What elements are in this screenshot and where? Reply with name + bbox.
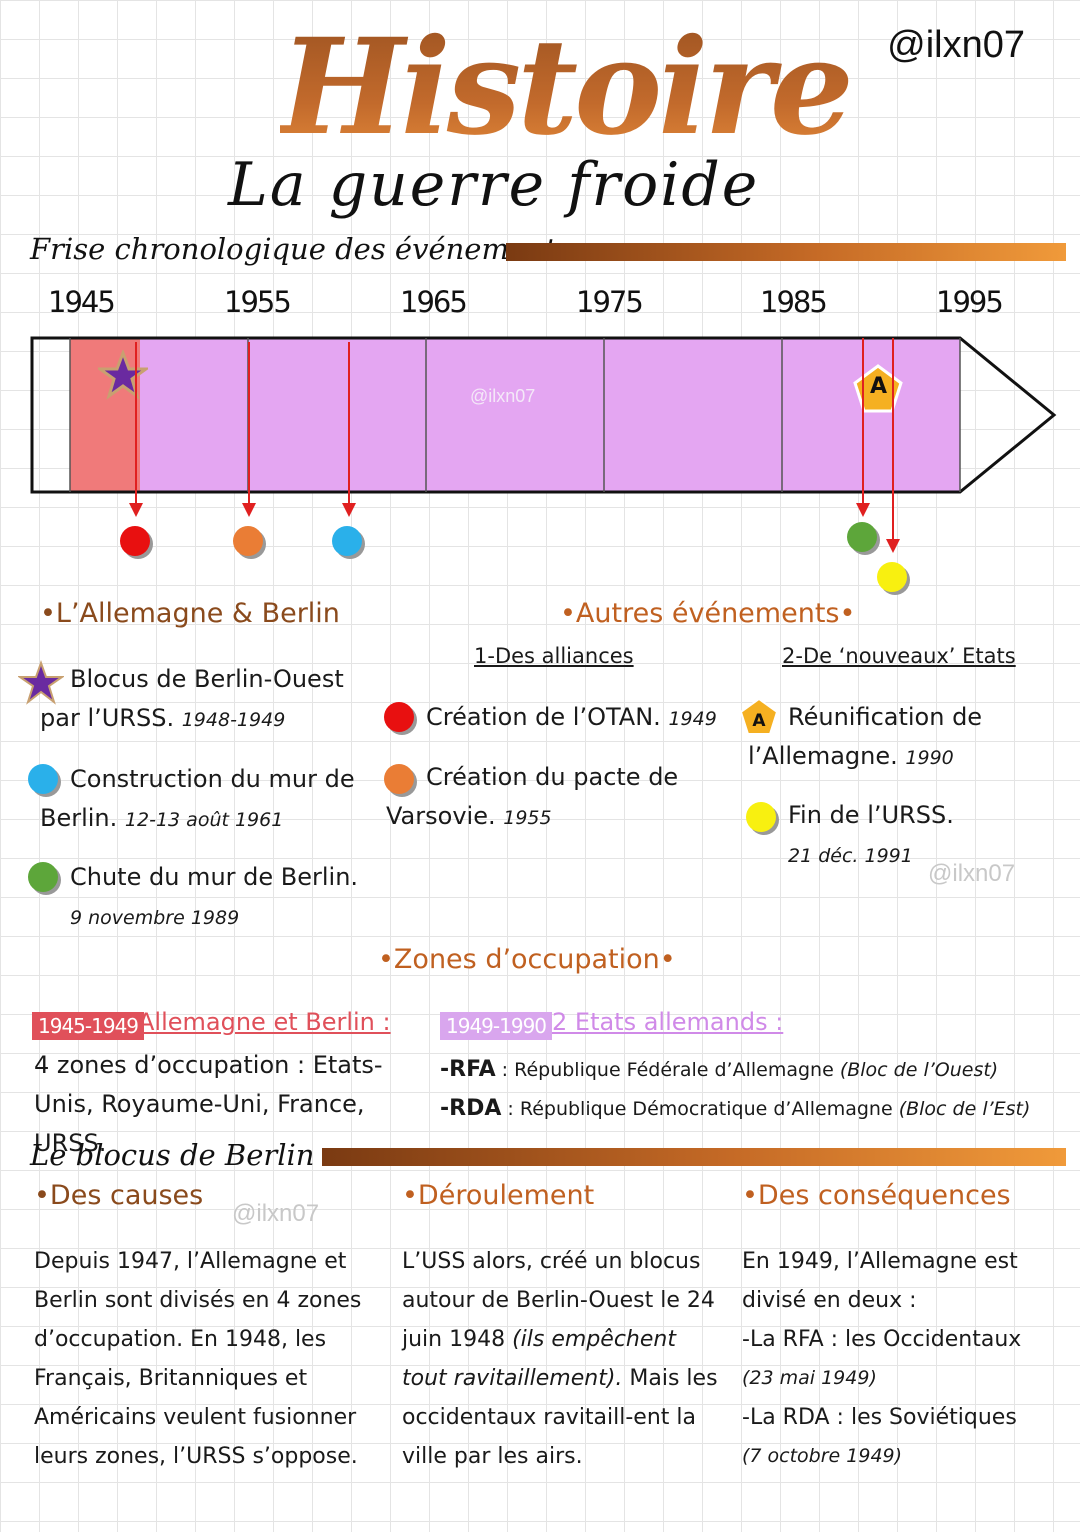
period-tag: 1945-1949 [32,1012,145,1040]
green-dot-icon [28,862,58,892]
year-label: 1975 [576,285,644,319]
germany-title: •L’Allemagne & Berlin [40,598,340,629]
event-arrow [135,342,137,504]
alliance-item-text: Création du pacte de Varsovie. [386,763,679,830]
timeline-heading: Frise chronologique des événements [30,232,572,266]
deroulement-title: •Déroulement [402,1180,595,1211]
watermark: @ilxn07 [928,860,1016,887]
alliance-item-date: 1955 [503,807,552,829]
causes-title: •Des causes [34,1180,204,1211]
pentagon-letter: A [870,374,888,399]
germany-item: Chute du mur de Berlin. 9 novembre 1989 [70,858,370,938]
germany-item-date: 9 novembre 1989 [70,907,240,929]
germany-item-date: 1948-1949 [181,709,286,731]
other-title: •Autres événements• [560,598,856,629]
event-arrow [892,338,894,540]
pentagon-letter: A [752,711,766,731]
year-label: 1945 [48,285,116,319]
pentagon-icon [853,364,903,413]
watermark: @ilxn07 [232,1200,320,1227]
star-icon [98,350,148,400]
zones-left-heading: Allemagne et Berlin : [138,1008,391,1036]
yellow-dot-icon [877,562,907,592]
deroulement-text-b: Mais les occidentaux ravitaill-ent la vi… [402,1366,718,1469]
event-arrow [862,338,864,504]
year-label: 1995 [936,285,1004,319]
consequences-rda: -La RDA : les Soviétiques [742,1405,1017,1430]
germany-item-text: Construction du mur de Berlin. [40,765,355,832]
orange-dot-icon [384,764,414,794]
rda-bloc: (Bloc de l’Est) [898,1098,1031,1120]
blue-dot-icon [28,764,58,794]
timeline-watermark: @ilxn07 [470,386,536,406]
star-icon [18,660,64,705]
green-dot-icon [847,522,877,552]
states-title: 2-De ‘nouveaux’ Etats [782,644,1016,668]
germany-item-date: 12-13 août 1961 [124,809,284,831]
alliance-item-text: Création de l’OTAN. [426,703,661,731]
state-item-date: 21 déc. 1991 [788,845,913,867]
state-item: Réunification de l’Allemagne. 1990 [748,698,1048,778]
year-label: 1965 [400,285,468,319]
arrow-head [856,503,870,517]
yellow-dot-icon [746,802,776,832]
pentagon-icon: A [739,697,779,735]
germany-item-text: Chute du mur de Berlin. [70,863,359,891]
blocus-heading: Le blocus de Berlin [30,1138,315,1172]
blocus-heading-bar [322,1148,1066,1166]
alliance-item-date: 1949 [668,708,717,730]
consequences-rfa: -La RFA : les Occidentaux [742,1327,1022,1352]
rfa-abbr: -RFA [440,1057,496,1082]
consequences-rda-date: (7 octobre 1949) [742,1445,903,1467]
timeline-heading-bar [506,243,1066,261]
deroulement-text-a: L’USS alors, créé un blocus autour de Be… [402,1249,715,1352]
zones-title: •Zones d’occupation• [378,944,676,975]
year-label: 1955 [224,285,292,319]
deroulement-text: L’USS alors, créé un blocus autour de Be… [402,1242,722,1476]
alliance-item: Création du pacte de Varsovie. 1955 [386,758,706,838]
event-arrow [348,342,350,504]
rfa-text: : République Fédérale d’Allemagne [501,1059,834,1081]
consequences-intro: En 1949, l’Allemagne est divisé en deux … [742,1249,1018,1313]
zones-left-text: 4 zones d’occupation : Etats-Unis, Royau… [34,1051,383,1157]
period-tag: 1949-1990 [440,1012,553,1040]
deroulement-italic: (ils empêchent tout ravitaillement). [402,1327,676,1391]
consequences-rfa-date: (23 mai 1949) [742,1367,877,1389]
consequences-text: En 1949, l’Allemagne est divisé en deux … [742,1242,1062,1476]
event-arrow [248,342,250,504]
arrow-head [342,503,356,517]
germany-item-text: Blocus de Berlin-Ouest par l’URSS. [40,665,344,732]
page-subtitle: La guerre froide [228,150,760,220]
alliance-item: Création de l’OTAN. 1949 [426,698,726,739]
red-dot-icon [120,526,150,556]
orange-dot-icon [233,526,263,556]
arrow-head [242,503,256,517]
timeline-arrow [30,336,1057,494]
author-handle: @ilxn07 [887,24,1025,66]
arrow-head [129,503,143,517]
rda-text: : République Démocratique d’Allemagne [507,1098,893,1120]
zones-right-heading: 2 Etats allemands : [552,1008,784,1036]
state-item-text: Fin de l’URSS. [788,801,954,829]
germany-item: Construction du mur de Berlin. 12-13 aoû… [40,760,370,840]
rfa-bloc: (Bloc de l’Ouest) [839,1059,999,1081]
rda-line: -RDA : République Démocratique d’Allemag… [440,1089,1060,1129]
blue-dot-icon [332,526,362,556]
state-item: Fin de l’URSS. 21 déc. 1991 [788,796,1038,876]
rfa-line: -RFA : République Fédérale d’Allemagne (… [440,1050,1060,1090]
year-label: 1985 [760,285,828,319]
alliances-title: 1-Des alliances [474,644,634,668]
rda-abbr: -RDA [440,1096,502,1121]
state-item-text: Réunification de l’Allemagne. [748,703,983,770]
page-title: Histoire [280,10,854,165]
red-dot-icon [384,702,414,732]
state-item-date: 1990 [905,747,954,769]
arrow-head [886,539,900,553]
causes-text: Depuis 1947, l’Allemagne et Berlin sont … [34,1249,362,1469]
consequences-title: •Des conséquences [742,1180,1011,1211]
germany-item: Blocus de Berlin-Ouest par l’URSS. 1948-… [40,660,370,740]
